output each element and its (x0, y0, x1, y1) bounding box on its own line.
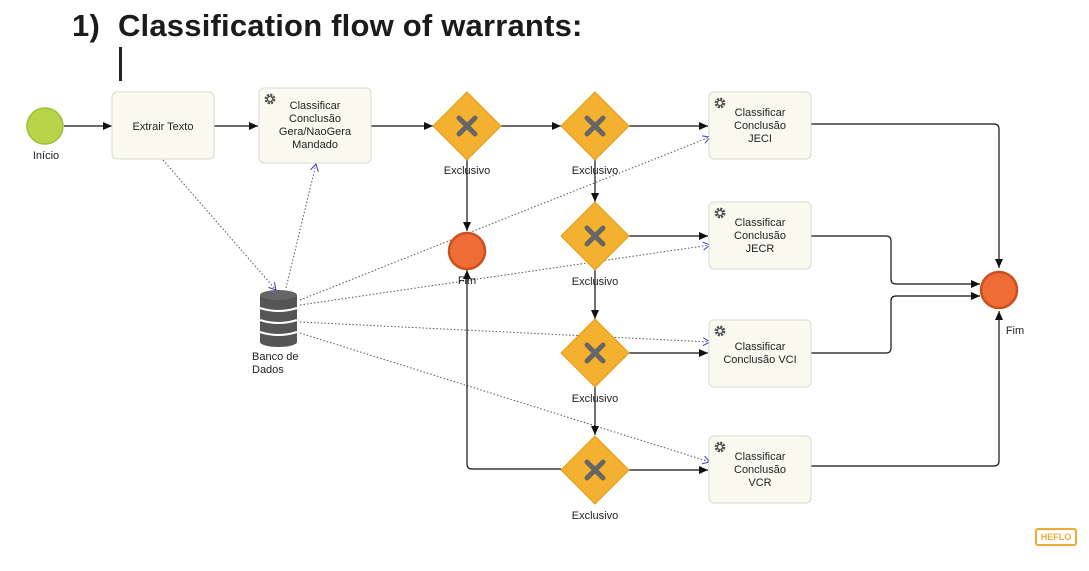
database-icon (259, 290, 298, 347)
association-db-jeci (299, 135, 711, 301)
task-label-1: Classificar (735, 451, 786, 463)
gateway-exclusive-5[interactable]: Exclusivo (560, 435, 630, 522)
association-db-jecr (299, 241, 711, 306)
gateway-exclusive-1[interactable]: Exclusivo (432, 91, 502, 177)
task-label-1: Classificar (735, 341, 786, 353)
task-label-2: Conclusão (289, 113, 341, 125)
gateway-label: Exclusivo (572, 276, 618, 288)
task-classificar-vci[interactable]: Classificar Conclusão VCI (708, 319, 812, 388)
x-icon (584, 115, 606, 137)
task-classificar-jeci[interactable]: Classificar Conclusão JECI (708, 91, 812, 160)
association-db-gera (285, 163, 319, 289)
task-label-3: JECR (746, 243, 775, 255)
flow-jeci-fim2 (811, 123, 1003, 268)
task-label-2: Conclusão VCI (723, 354, 796, 366)
gateway-exclusive-2[interactable]: Exclusivo (560, 91, 630, 177)
x-icon (456, 115, 478, 137)
data-associations (162, 135, 712, 465)
start-event-label: Início (33, 150, 59, 162)
flow-jecr-fim2 (811, 235, 980, 288)
flow-vcr-fim2 (811, 311, 1003, 467)
task-label-3: JECI (748, 133, 772, 145)
title-number: 1) (72, 8, 100, 43)
gateway-label: Exclusivo (572, 393, 618, 405)
text-cursor (119, 47, 122, 81)
end-event-label: Fim (458, 275, 476, 287)
sequence-flows (64, 122, 1003, 474)
task-label-4: Mandado (292, 139, 338, 151)
task-label-2: Conclusão (734, 120, 786, 132)
flow-vci-fim2 (811, 292, 980, 354)
end-event-2[interactable]: Fim (979, 270, 1024, 337)
task-label-3: Gera/NaoGera (279, 126, 352, 138)
end-event-1[interactable]: Fim (447, 231, 487, 287)
gateway-label: Exclusivo (572, 165, 618, 177)
association-extrair-db (162, 159, 277, 291)
task-classificar-vcr[interactable]: Classificar Conclusão VCR (708, 435, 812, 504)
x-icon (584, 459, 606, 481)
gateway-exclusive-4[interactable]: Exclusivo (560, 318, 630, 405)
database-label-1: Banco de (252, 351, 298, 363)
start-event[interactable]: Início (26, 107, 64, 162)
task-label: Extrair Texto (133, 121, 194, 133)
heflo-logo: HEFLO (1035, 528, 1077, 546)
task-label-2: Conclusão (734, 230, 786, 242)
task-label-1: Classificar (735, 217, 786, 229)
task-label-3: VCR (748, 477, 771, 489)
task-extrair-texto[interactable]: Extrair Texto (111, 91, 215, 160)
title-text: Classification flow of warrants: (117, 8, 583, 43)
association-db-vcr (299, 332, 711, 465)
page-title: 1) Classification flow of warrants: (72, 8, 583, 44)
x-icon (584, 342, 606, 364)
task-label-2: Conclusão (734, 464, 786, 476)
gateway-label: Exclusivo (572, 510, 618, 522)
task-label-1: Classificar (735, 107, 786, 119)
task-classificar-gera[interactable]: Classificar Conclusão Gera/NaoGera Manda… (258, 87, 372, 164)
gateway-label: Exclusivo (444, 165, 490, 177)
association-db-vci (299, 321, 712, 347)
task-classificar-jecr[interactable]: Classificar Conclusão JECR (708, 201, 812, 270)
x-icon (584, 225, 606, 247)
database-store[interactable]: Banco de Dados (252, 290, 298, 376)
database-label-2: Dados (252, 364, 284, 376)
task-label-1: Classificar (290, 100, 341, 112)
end-event-label: Fim (1006, 325, 1024, 337)
flow-g5-fim1 (463, 270, 561, 470)
gateway-exclusive-3[interactable]: Exclusivo (560, 201, 630, 288)
